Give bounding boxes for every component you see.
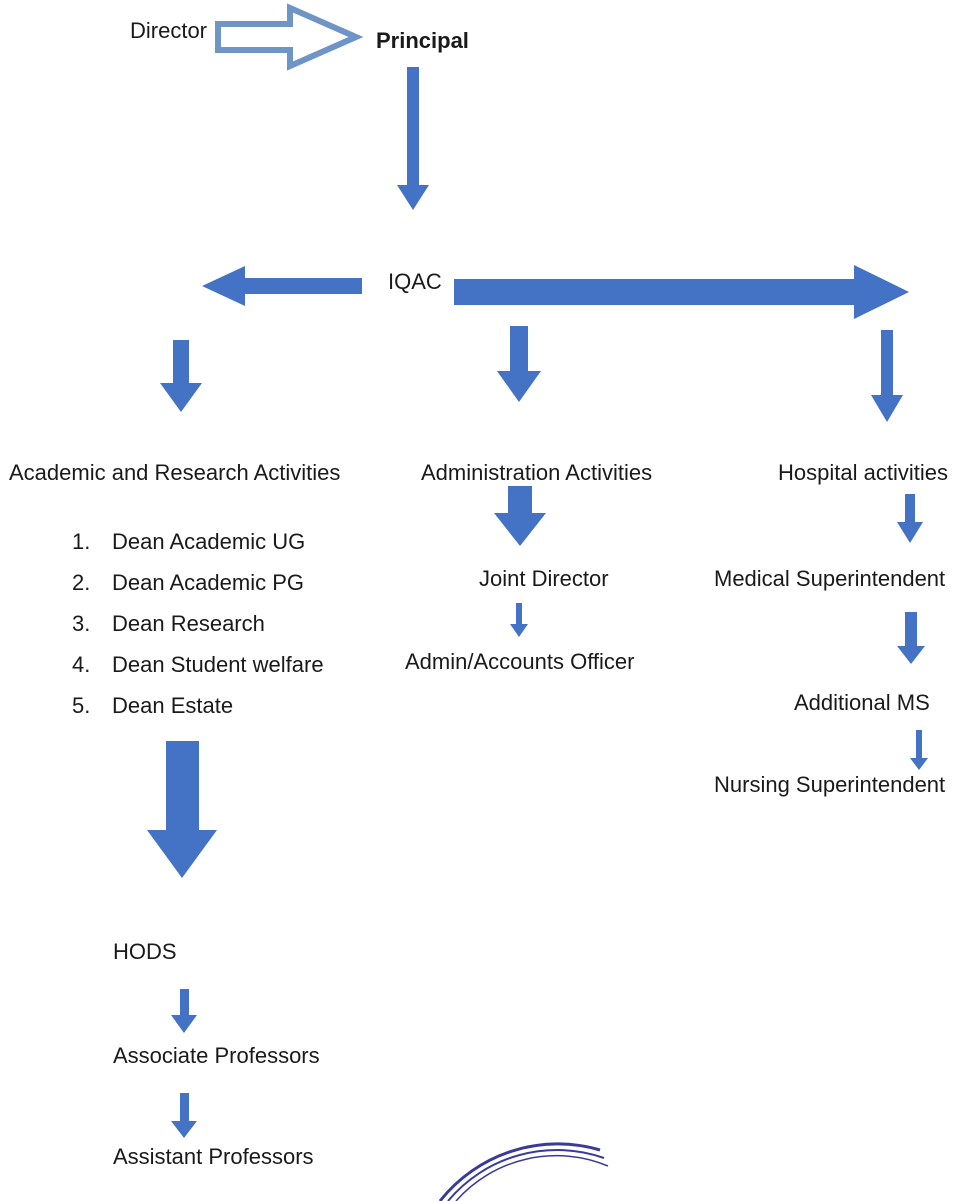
list-item: 2.Dean Academic PG	[72, 570, 304, 595]
accounts-officer-label: Admin/Accounts Officer	[405, 649, 635, 674]
hospital-title: Hospital activities	[778, 460, 948, 485]
hospital-to-ms-arrow	[897, 494, 923, 543]
joint-director-label: Joint Director	[479, 566, 609, 591]
assistant-professors-label: Assistant Professors	[113, 1144, 314, 1169]
down-to-hospital-arrow	[871, 330, 903, 422]
hods-to-associate-arrow	[171, 989, 197, 1033]
director-to-principal-arrow	[215, 3, 364, 71]
list-item: 1.Dean Academic UG	[72, 529, 306, 554]
down-to-academic-arrow	[160, 340, 202, 412]
list-item: 3.Dean Research	[72, 611, 265, 636]
dean-list: 1.Dean Academic UG 2.Dean Academic PG 3.…	[72, 529, 324, 734]
medical-superintendent-label: Medical Superintendent	[714, 566, 946, 591]
director-label: Director	[130, 18, 208, 43]
principal-label: Principal	[376, 28, 469, 53]
admin-to-joint-director-arrow	[494, 486, 546, 546]
iqac-label: IQAC	[388, 269, 442, 294]
institution-seal	[438, 1142, 609, 1201]
nursing-superintendent-label: Nursing Superintendent	[714, 772, 946, 797]
list-item: 5.Dean Estate	[72, 693, 234, 718]
iqac-left-arrow	[202, 266, 362, 306]
list-item: 4.Dean Student welfare	[72, 652, 324, 677]
associate-professors-label: Associate Professors	[113, 1043, 320, 1068]
iqac-right-arrow	[454, 265, 909, 319]
academic-title: Academic and Research Activities	[9, 460, 341, 485]
deans-to-hods-arrow	[147, 741, 217, 878]
down-to-administration-arrow	[497, 326, 541, 402]
additional-ms-label: Additional MS	[794, 690, 930, 715]
administration-title: Administration Activities	[421, 460, 653, 485]
additional-ms-to-nursing-arrow	[910, 730, 928, 770]
associate-to-assistant-arrow	[171, 1093, 197, 1138]
principal-to-iqac-arrow	[397, 67, 429, 210]
ms-to-additional-ms-arrow	[897, 612, 925, 664]
joint-director-to-accounts-arrow	[510, 603, 528, 637]
hods-label: HODS	[113, 939, 177, 964]
